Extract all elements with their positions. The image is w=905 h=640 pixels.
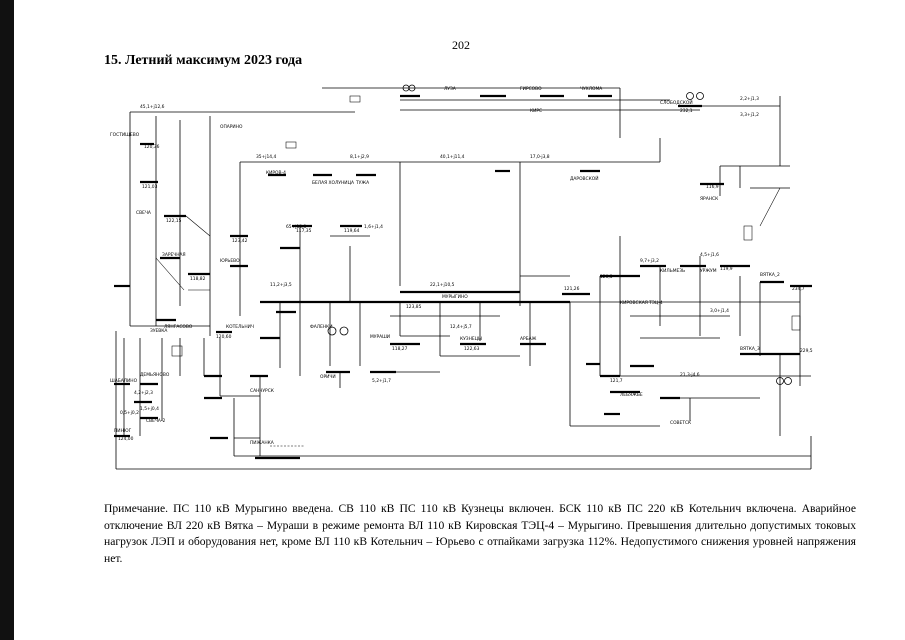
- voltage-label: 121,03: [142, 184, 158, 190]
- node-label: СЛОБОДСКОЙ: [660, 99, 693, 106]
- lower-left-column: [114, 338, 305, 460]
- node-label: ЛЯНГАСОВО: [164, 324, 193, 330]
- top-corridor: [130, 87, 790, 188]
- flow-label: 4,5+j1,6: [700, 252, 719, 258]
- node-label: ЗАРЕЧНАЯ: [162, 252, 186, 258]
- node-label: ЛУЗА: [444, 86, 456, 92]
- generator-symbols: [171, 84, 801, 385]
- voltage-label: 117,35: [296, 228, 312, 234]
- node-label: ЛЕБЯЖЬЕ: [620, 392, 643, 398]
- central-bus: [260, 224, 571, 426]
- voltage-label: 120,5: [600, 274, 613, 280]
- flow-label: 5,2+j1,7: [372, 378, 391, 384]
- voltage-label: 121,26: [564, 286, 580, 292]
- voltage-label: 120,36: [144, 144, 160, 150]
- voltage-label: 119,64: [344, 228, 360, 234]
- flow-label: 22,1+j10,5: [430, 282, 455, 288]
- right-cluster: [562, 236, 812, 436]
- voltage-label: 119,9: [720, 266, 733, 272]
- voltage-label: 123,42: [232, 238, 248, 244]
- flow-label: 2,2+j1,3: [740, 96, 759, 102]
- flow-label: 0,5+j0,2: [120, 410, 139, 416]
- note-paragraph: Примечание. ПС 110 кВ Мурыгино введена. …: [104, 502, 856, 565]
- node-label: ТУЖА: [355, 180, 369, 186]
- flow-label: 40,1+j11,4: [440, 154, 465, 160]
- flow-label: 1,5+j0,4: [140, 406, 159, 412]
- voltage-label: 116,9: [706, 184, 719, 190]
- node-label: КОТЕЛЬНИЧ: [226, 324, 254, 330]
- voltage-label: 121,7: [610, 378, 623, 384]
- node-label: МУРАШИ: [370, 334, 390, 340]
- node-label: СОВЕТСК: [670, 420, 692, 426]
- voltage-label: 122,63: [464, 346, 480, 352]
- node-label: ГИРСОВО: [520, 86, 542, 92]
- node-label: КИРОВ-4: [266, 170, 286, 176]
- node-label: УРЖУМ: [700, 268, 717, 274]
- voltage-label: 118,27: [392, 346, 408, 352]
- flow-label: 21,3-j4,6: [680, 372, 700, 378]
- voltage-label: 122,15: [166, 218, 182, 224]
- voltage-label: 229,5: [800, 348, 813, 354]
- node-labels: ГОСТИЩЕВО СВЕЧА ЗАРЕЧНАЯ ОПАРИНО КОТЕЛЬН…: [110, 86, 780, 446]
- node-label: ДАРОВСКОЙ: [570, 175, 598, 182]
- voltage-label: 234,7: [792, 286, 805, 292]
- flow-label: 17,0-j3,8: [530, 154, 550, 160]
- node-label: СВЕЧА-2: [146, 418, 165, 424]
- page-number: 202: [452, 38, 470, 52]
- node-label: АРБАЖ: [520, 336, 537, 342]
- flow-label: 35+j14,4: [256, 154, 276, 160]
- flow-label: 3,0+j1,4: [710, 308, 729, 314]
- node-label: МУРЫГИНО: [442, 294, 468, 300]
- node-label: СВЕЧА: [136, 210, 151, 216]
- node-label: ЧУХЛОМА: [580, 86, 602, 92]
- left-column: [114, 112, 248, 336]
- node-label: КИРС: [530, 108, 542, 114]
- flow-label: 12,4+j5,7: [450, 324, 472, 330]
- node-label: ЗУЕВКА: [150, 328, 167, 334]
- node-label: ПИНЮГ: [114, 428, 132, 434]
- node-label: ПИЖАНКА: [250, 440, 274, 446]
- scan-edge: [0, 0, 14, 640]
- node-label: ШАБАЛИНО: [110, 378, 138, 384]
- node-label: ЯРАНСК: [700, 196, 719, 202]
- node-label: ГОСТИЩЕВО: [110, 132, 140, 138]
- flow-label: 3,3+j1,2: [740, 112, 759, 118]
- node-label: КИЛЬМЕЗЬ: [660, 268, 685, 274]
- flow-label: 45,1+j12,6: [140, 104, 165, 110]
- node-label: ФАЛЕНКИ: [310, 324, 333, 330]
- flow-label: 65+j15,3: [286, 224, 306, 230]
- voltage-label: 120,60: [216, 334, 232, 340]
- section-title: 15. Летний максимум 2023 года: [104, 53, 303, 68]
- right-top: [700, 166, 790, 227]
- power-grid-diagram: ГОСТИЩЕВО СВЕЧА ЗАРЕЧНАЯ ОПАРИНО КОТЕЛЬН…: [110, 84, 813, 470]
- node-label: ДЕМЬЯНОВО: [140, 372, 170, 378]
- voltage-labels: 120,36 121,03 122,15 118,82 123,42 120,6…: [118, 108, 813, 442]
- node-label: ОПАРИНО: [220, 124, 243, 130]
- node-label: БЕЛАЯ ХОЛУНИЦА: [312, 180, 354, 186]
- node-label: САНЧУРСК: [250, 388, 275, 394]
- node-label: ВЯТКА_3: [740, 346, 760, 352]
- voltage-label: 124,00: [118, 436, 134, 442]
- node-label: КУЗНЕЦЫ: [460, 336, 482, 342]
- upper-corridor: [239, 138, 661, 316]
- node-label: ЮРЬЕВО: [220, 258, 240, 264]
- node-label: КИРОВСКАЯ ТЭЦ-4: [620, 300, 663, 306]
- flow-label: 4,2+j2,3: [134, 390, 153, 396]
- voltage-label: 123,85: [406, 304, 422, 310]
- scheme-frame: [115, 331, 812, 470]
- flow-label: 11,2+j3,5: [270, 282, 292, 288]
- flow-labels: 22,1+j10,5 35+j14,4 5,2+j1,7 4,2+j2,3 12…: [120, 96, 759, 416]
- flow-label: 1,6+j1,4: [364, 224, 383, 230]
- node-label: ОРИЧИ: [320, 374, 336, 380]
- flow-label: 9,7+j3,2: [640, 258, 659, 264]
- voltage-label: 232,1: [680, 108, 693, 114]
- voltage-label: 118,82: [190, 276, 206, 282]
- flow-label: 8,1+j2,9: [350, 154, 369, 160]
- node-label: ВЯТКА_2: [760, 272, 780, 278]
